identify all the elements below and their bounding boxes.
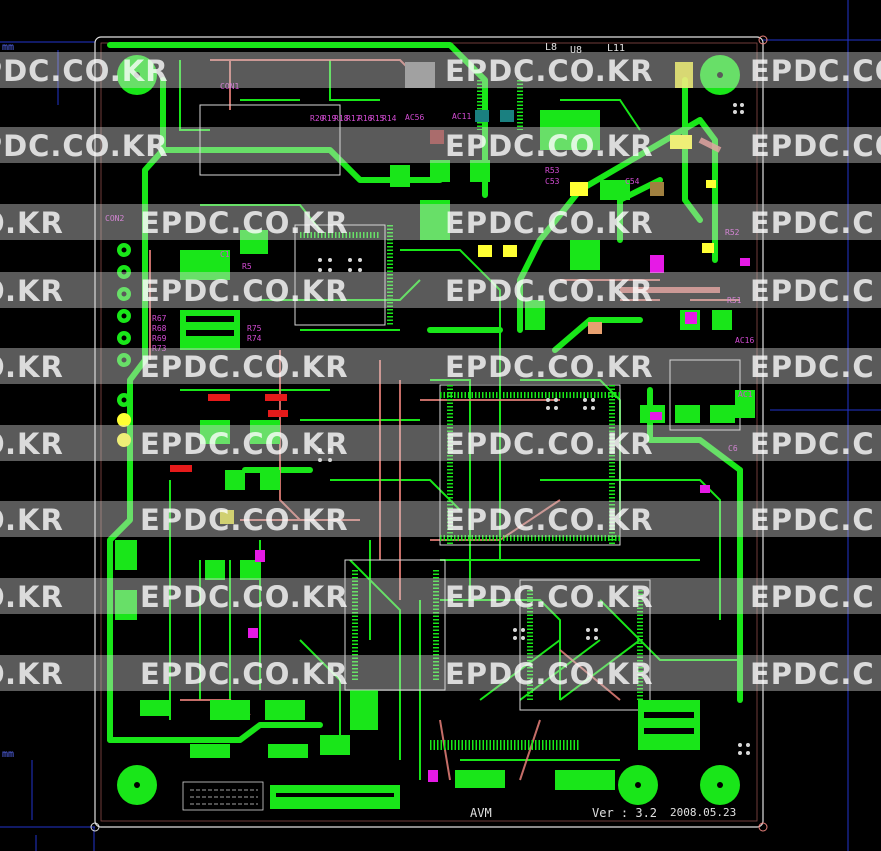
watermark-text: EPDC.CO.KR [445,274,654,308]
ref-label: CON2 [105,214,125,223]
watermark-text: O.KR [0,657,64,691]
ref-label: R18 [334,114,349,123]
watermark-band: O.KR EPDC.CO.KR EPDC.CO.KR EPDC.C [0,272,881,308]
board-outline [94,36,764,828]
ref-label: R69 [152,334,167,343]
watermark-text: EPDC.CO.KR [0,129,169,163]
dimension-unit-bottom: mm [2,749,15,760]
watermark-band: EPDC.CO.KR EPDC.CO.KR EPDC.CO.KR [0,52,881,88]
watermark-band: EPDC.CO.KR EPDC.CO.KR EPDC.CO.KR [0,127,881,163]
watermark-text: EPDC.CO.KR [445,129,654,163]
board-version: Ver : 3.2 [592,806,658,820]
watermark-text: EPDC.CO.KR [140,274,349,308]
watermark-text: EPDC.CO.KR [445,427,654,461]
smd-pads [115,110,755,809]
watermark-band: O.KR EPDC.CO.KR EPDC.CO.KR EPDC.C [0,204,881,240]
watermark-text: EPDC.C [750,350,875,384]
watermark-text: EPDC.C [750,427,875,461]
watermark-band: O.KR EPDC.CO.KR EPDC.CO.KR EPDC.C [0,348,881,384]
ref-label: L8 [545,42,558,53]
watermark-band: O.KR EPDC.CO.KR EPDC.CO.KR EPDC.C [0,501,881,537]
ref-label: R74 [247,334,262,343]
ref-label: C53 [545,177,560,186]
watermark-text: EPDC.CO.KR [445,657,654,691]
ref-label: CON1 [220,82,240,91]
watermark-text: EPDC.C [750,657,875,691]
ref-label: C54 [625,177,640,186]
ref-label: R17 [346,114,361,123]
board-title: AVM [470,806,492,820]
ref-label: AC56 [405,113,425,122]
connector-pads [117,243,131,447]
ref-label: AC11 [452,112,472,121]
watermark-band: O.KR EPDC.CO.KR EPDC.CO.KR EPDC.C [0,425,881,461]
watermark-text: O.KR [0,350,64,384]
board-date: 2008.05.23 [670,806,737,819]
ref-label: AC1 [738,390,753,399]
watermark-text: EPDC.C [750,274,875,308]
watermark-text: EPDC.C [750,503,875,537]
vias [318,103,750,755]
watermark-text: EPDC.C [750,206,875,240]
ref-label: AC16 [735,336,755,345]
ref-label: R75 [247,324,262,333]
watermark-band: O.KR EPDC.CO.KR EPDC.CO.KR EPDC.C [0,655,881,691]
watermark-text: EPDC.CO.KR [445,54,654,88]
watermark-text: EPDC.CO.KR [140,657,349,691]
silkscreen-header-strip [182,781,264,811]
ref-label: R52 [725,228,740,237]
watermark-text: EPDC.CO.KR [140,580,349,614]
ref-label: C1 [220,250,230,259]
ref-label: C6 [728,444,738,453]
watermark-text: EPDC.CO.KR [140,350,349,384]
watermark-text: EPDC.CO.KR [445,206,654,240]
watermark-text: EPDC.CO.KR [140,427,349,461]
watermark-text: O.KR [0,427,64,461]
dimension-unit-top: mm [2,42,15,53]
ref-label: R19 [322,114,337,123]
ref-label: L11 [607,43,626,54]
ref-label: R51 [727,296,742,305]
watermark-text: EPDC.CO.KR [445,503,654,537]
watermark-text: EPDC.C [750,580,875,614]
ref-label: R14 [382,114,397,123]
ref-label: R73 [152,344,167,353]
watermark-text: O.KR [0,580,64,614]
watermark-text: EPDC.CO.KR [140,503,349,537]
watermark-band: O.KR EPDC.CO.KR EPDC.CO.KR EPDC.C [0,578,881,614]
ref-label: R15 [370,114,385,123]
watermark-text: EPDC.CO.KR [445,350,654,384]
watermark-text: EPDC.CO.KR [140,206,349,240]
watermark-text: EPDC.CO.KR [750,54,881,88]
ref-label: U8 [570,45,583,56]
ref-label: R68 [152,324,167,333]
watermark-text: O.KR [0,206,64,240]
watermark-text: O.KR [0,503,64,537]
watermark-text: EPDC.CO.KR [750,129,881,163]
ref-label: R5 [242,262,252,271]
ref-label: R53 [545,166,560,175]
highlighted-pads [170,62,750,782]
ref-label: R16 [358,114,373,123]
ref-label: R67 [152,314,167,323]
ref-label: R20 [310,114,325,123]
watermark-text: O.KR [0,274,64,308]
watermark-text: EPDC.CO.KR [445,580,654,614]
ic-packages [199,104,741,711]
watermark-text: EPDC.CO.KR [0,54,169,88]
